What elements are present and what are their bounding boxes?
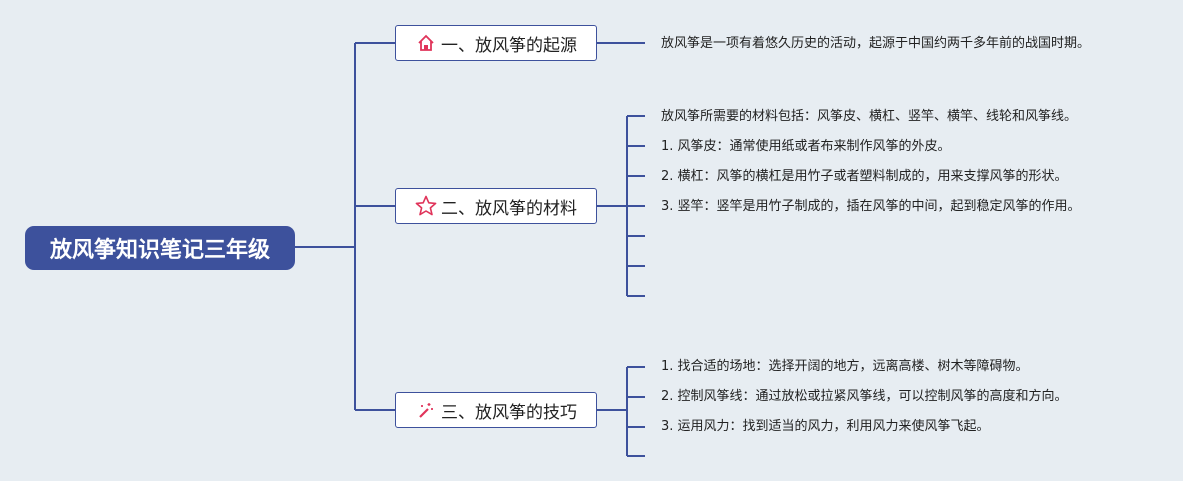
leaf-text: 3. 运用风力：找到适当的风力，利用风力来使风筝飞起。: [661, 419, 990, 434]
branch-materials[interactable]: 二、放风筝的材料: [395, 188, 597, 224]
leaf-text: 放风筝是一项有着悠久历史的活动，起源于中国约两千多年前的战国时期。: [661, 36, 1091, 51]
root-node[interactable]: 放风筝知识笔记三年级: [25, 226, 295, 270]
branch-title: 三、放风筝的技巧: [441, 402, 577, 423]
leaf-text: 1. 风筝皮：通常使用纸或者布来制作风筝的外皮。: [661, 139, 951, 154]
branch-title: 一、放风筝的起源: [441, 35, 577, 56]
root-title: 放风筝知识笔记三年级: [49, 238, 270, 263]
magic-wand-icon: [415, 399, 437, 421]
leaf-text: 3. 竖竿：竖竿是用竹子制成的，插在风筝的中间，起到稳定风筝的作用。: [661, 199, 1081, 214]
leaf-text: 2. 横杠：风筝的横杠是用竹子或者塑料制成的，用来支撑风筝的形状。: [661, 169, 1068, 184]
leaf-text: 2. 控制风筝线：通过放松或拉紧风筝线，可以控制风筝的高度和方向。: [661, 389, 1068, 404]
home-icon: [415, 32, 437, 54]
leaf-text: 1. 找合适的场地：选择开阔的地方，远离高楼、树木等障碍物。: [661, 359, 1029, 374]
branch-title: 二、放风筝的材料: [441, 198, 577, 219]
branch-origin[interactable]: 一、放风筝的起源: [395, 25, 597, 61]
branch-techniques[interactable]: 三、放风筝的技巧: [395, 392, 597, 428]
leaf-text: 放风筝所需要的材料包括：风筝皮、横杠、竖竿、横竿、线轮和风筝线。: [661, 109, 1078, 124]
star-icon: [415, 195, 437, 217]
